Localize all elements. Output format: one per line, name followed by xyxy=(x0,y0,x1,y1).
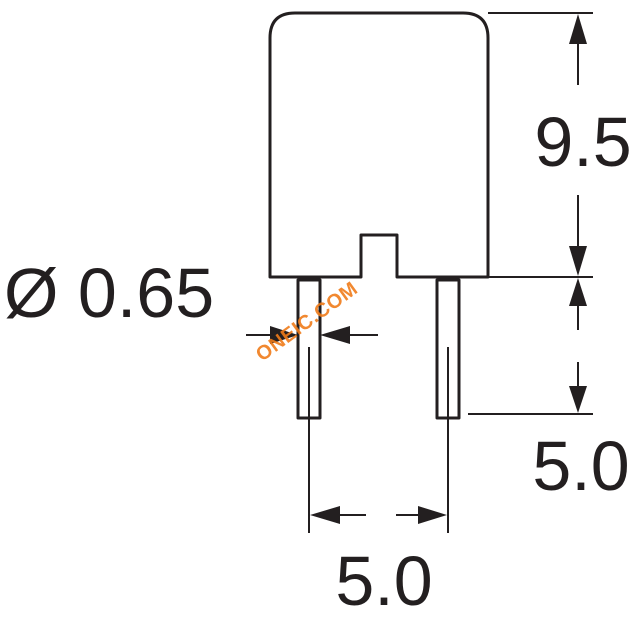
lead-length-label: 5.0 xyxy=(532,427,629,505)
lead-length-arrow-down xyxy=(569,386,587,413)
height-arrow-down xyxy=(569,246,587,276)
body-height-label: 9.5 xyxy=(534,103,631,181)
lead-diameter-label: Ø 0.65 xyxy=(4,254,214,332)
lead-length-arrow-up xyxy=(569,278,587,306)
spacing-arrow-left xyxy=(310,506,340,524)
spacing-arrow-right xyxy=(418,506,447,524)
watermark: ONEIC.COM xyxy=(252,278,362,366)
height-arrow-up xyxy=(569,14,587,44)
diameter-arrow-left xyxy=(320,326,350,344)
component-body xyxy=(268,11,490,279)
lead-spacing-label: 5.0 xyxy=(335,542,432,620)
diameter-arrow-right xyxy=(270,326,298,344)
